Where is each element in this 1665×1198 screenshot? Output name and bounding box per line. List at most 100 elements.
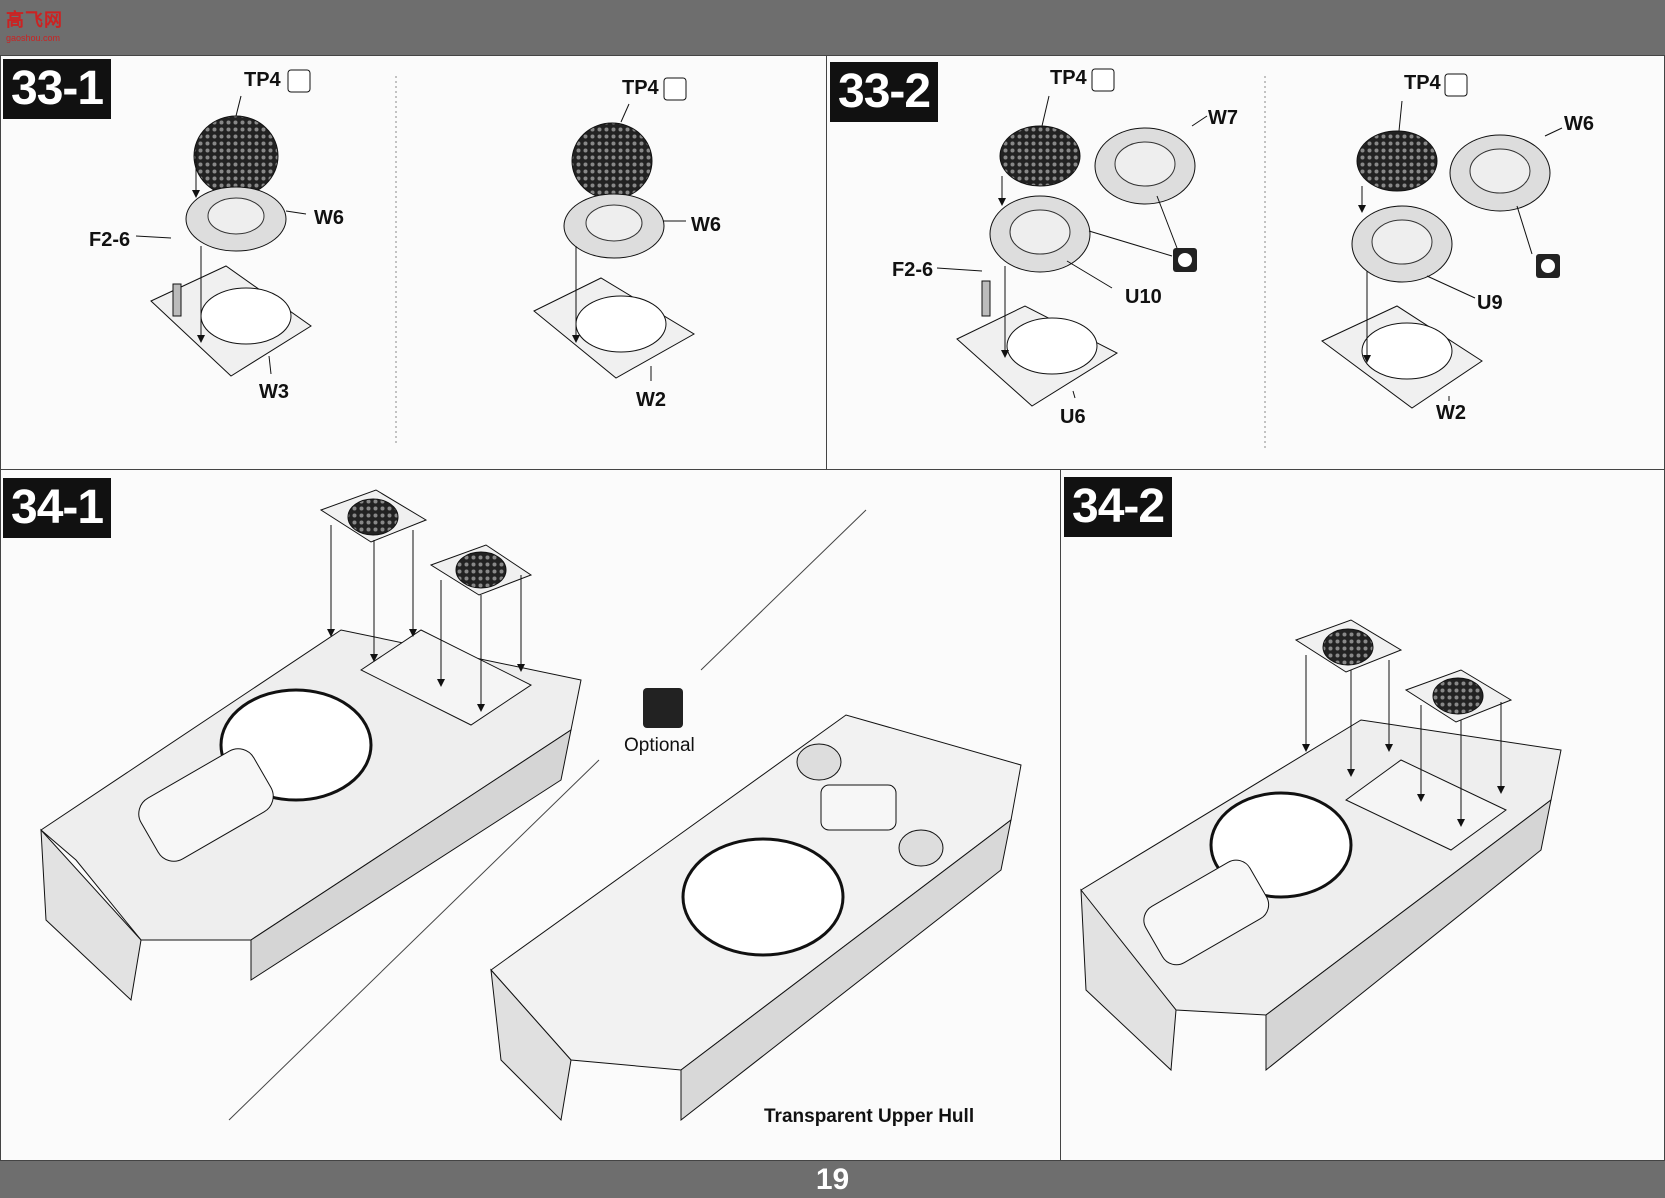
- hull-front: [40, 828, 142, 1002]
- divider-line: [228, 759, 600, 1121]
- label-tp4: TP4: [244, 69, 282, 91]
- plate-hole: [1361, 322, 1453, 380]
- hatch-opening: [138, 748, 274, 862]
- mesh-screen-tp4: [1356, 130, 1438, 192]
- leader: [1066, 260, 1113, 289]
- label-u6: U6: [1060, 406, 1086, 428]
- clear-hull-front: [490, 968, 572, 1122]
- grill-mesh: [455, 551, 507, 589]
- panel-34-2: 34-2: [1060, 469, 1665, 1161]
- transparent-upper-hull: [490, 714, 1022, 1122]
- label-w7: W7: [1208, 107, 1238, 129]
- fan-ring: [1469, 148, 1531, 194]
- yin-yang-glyph: [1541, 259, 1555, 273]
- diagram-34-1: [40, 489, 1022, 1122]
- leader: [1072, 390, 1076, 399]
- fan-ring: [1114, 141, 1176, 187]
- label-tp4: TP4: [622, 77, 660, 99]
- mesh-screen-tp4: [999, 125, 1081, 187]
- assembly-33-1-right: TP4 W6 W2: [533, 77, 721, 411]
- leader: [1088, 230, 1173, 257]
- label-f2-6: F2-6: [892, 259, 933, 281]
- leader: [268, 355, 272, 375]
- panel-34-1: 34-1: [0, 469, 1061, 1161]
- engine-deck: [1345, 759, 1507, 851]
- leader: [1398, 100, 1403, 132]
- clear-hatch: [820, 784, 897, 831]
- plate-hole: [575, 295, 667, 353]
- step-33-1-label: 33-1: [3, 59, 112, 119]
- bottom-band: [0, 1161, 1665, 1198]
- leader: [1156, 195, 1178, 249]
- clear-fan: [898, 829, 944, 867]
- yin-yang-glyph: [1178, 253, 1192, 267]
- leader: [620, 103, 630, 123]
- leader: [285, 210, 307, 215]
- fan-ring: [207, 197, 265, 235]
- upper-hull: [40, 629, 582, 1002]
- mesh-screen-tp4: [571, 122, 653, 200]
- transparent-hull-caption: Transparent Upper Hull: [764, 1106, 975, 1127]
- broken-heart-icon: [287, 69, 311, 93]
- diagram-33-2: TP4 W7 U10 F2-6 U6 TP4 W6: [892, 67, 1594, 451]
- hull-side: [1265, 798, 1552, 1072]
- optional-label: Optional: [624, 735, 695, 756]
- step-34-2-label: 34-2: [1064, 477, 1173, 537]
- label-f2-6: F2-6: [89, 229, 130, 251]
- clear-hull-side: [680, 818, 1012, 1122]
- logo-url: gaoshou.com: [6, 33, 61, 43]
- label-w6: W6: [691, 214, 721, 236]
- label-w6: W6: [1564, 113, 1594, 135]
- leader: [1041, 95, 1050, 127]
- divider-line: [700, 509, 867, 671]
- label-w3: W3: [259, 381, 289, 403]
- assembly-33-2-left: TP4 W7 U10 F2-6 U6: [892, 67, 1238, 428]
- yin-yang-icon: [643, 688, 683, 728]
- assembly-33-1-left: TP4 W6 F2-6 W3: [89, 69, 344, 403]
- upper-hull: [1080, 719, 1562, 1072]
- leader: [1426, 275, 1476, 299]
- plate-hole: [200, 287, 292, 345]
- clear-fan: [796, 743, 842, 781]
- label-w2: W2: [636, 389, 666, 411]
- step-34-1-label: 34-1: [3, 478, 112, 538]
- hull-front: [1080, 888, 1177, 1072]
- panel-33-1: 33-1 TP4 W6 F2-: [0, 55, 827, 470]
- fan-ring: [585, 204, 643, 242]
- broken-heart-icon: [663, 77, 687, 101]
- label-u10: U10: [1125, 286, 1162, 308]
- mesh-screen-tp4: [193, 115, 279, 197]
- label-u9: U9: [1477, 292, 1503, 314]
- plate-hole: [1006, 317, 1098, 375]
- pin-f2-6: [172, 283, 182, 317]
- panel-33-2: 33-2 TP4 W7 U10 F2-6 U6: [826, 55, 1665, 473]
- leader: [135, 235, 172, 239]
- fan-ring: [1371, 219, 1433, 265]
- pin-f2-6: [981, 280, 991, 317]
- grill-mesh: [1432, 677, 1484, 715]
- assembly-33-2-right: TP4 W6 U9 W2: [1321, 72, 1594, 424]
- label-w2: W2: [1436, 402, 1466, 424]
- grill-mesh: [1322, 628, 1374, 666]
- leader: [1516, 205, 1533, 255]
- hull-side: [250, 728, 572, 981]
- leader: [936, 267, 983, 272]
- leader: [235, 95, 242, 117]
- page-number: 19: [815, 1163, 850, 1196]
- logo-glyphs: 高飞网: [6, 10, 63, 31]
- leader: [1191, 115, 1208, 127]
- top-band: [0, 0, 1665, 55]
- label-tp4: TP4: [1404, 72, 1442, 94]
- clear-turret-ring: [681, 837, 845, 957]
- fan-ring: [1009, 209, 1071, 255]
- label-tp4: TP4: [1050, 67, 1088, 89]
- broken-heart-icon: [1091, 68, 1115, 92]
- step-33-2-label: 33-2: [830, 62, 939, 122]
- site-logo: 高飞网 gaoshou.com: [6, 6, 68, 43]
- broken-heart-icon: [1444, 73, 1468, 97]
- diagram-33-1: TP4 W6 F2-6 W3 TP4 W6 W2: [89, 69, 721, 446]
- engine-deck: [360, 629, 532, 726]
- diagram-34-2: [1080, 619, 1562, 1072]
- label-w6: W6: [314, 207, 344, 229]
- leader: [1544, 127, 1563, 137]
